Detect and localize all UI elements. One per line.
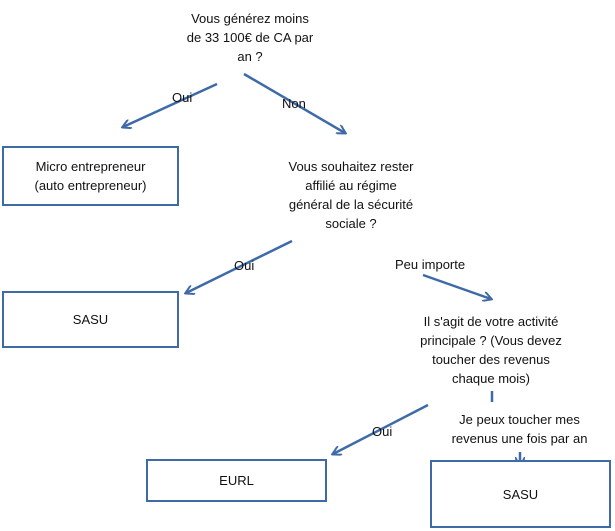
question-regime-general: Vous souhaitez rester affilié au régime … <box>288 159 414 231</box>
label-oui-1: Oui <box>172 90 193 105</box>
arrow-peu-importe-to-q3 <box>422 273 491 299</box>
question-ca-threshold: Vous générez moins de 33 100€ de CA par … <box>186 11 314 64</box>
label-non-1: Non <box>282 96 306 111</box>
arrow-oui-to-micro <box>123 82 218 127</box>
label-peu-importe: Peu importe <box>395 257 466 272</box>
result-sasu-2: SASU <box>430 460 611 528</box>
result-eurl: EURL <box>146 459 327 502</box>
arrow-non-to-q2 <box>243 72 345 133</box>
question-activite-principale: Il s'agit de votre activité principale ?… <box>420 314 562 386</box>
label-oui-3: Oui <box>372 424 393 439</box>
arrow-oui-to-eurl <box>333 403 429 454</box>
result-sasu-1: SASU <box>2 291 179 348</box>
note-revenus-annuels: Je peux toucher mes revenus une fois par… <box>451 412 588 446</box>
label-oui-2: Oui <box>234 258 255 273</box>
result-micro-entrepreneur: Micro entrepreneur (auto entrepreneur) <box>2 146 179 206</box>
arrow-oui-to-sasu1 <box>186 239 293 293</box>
